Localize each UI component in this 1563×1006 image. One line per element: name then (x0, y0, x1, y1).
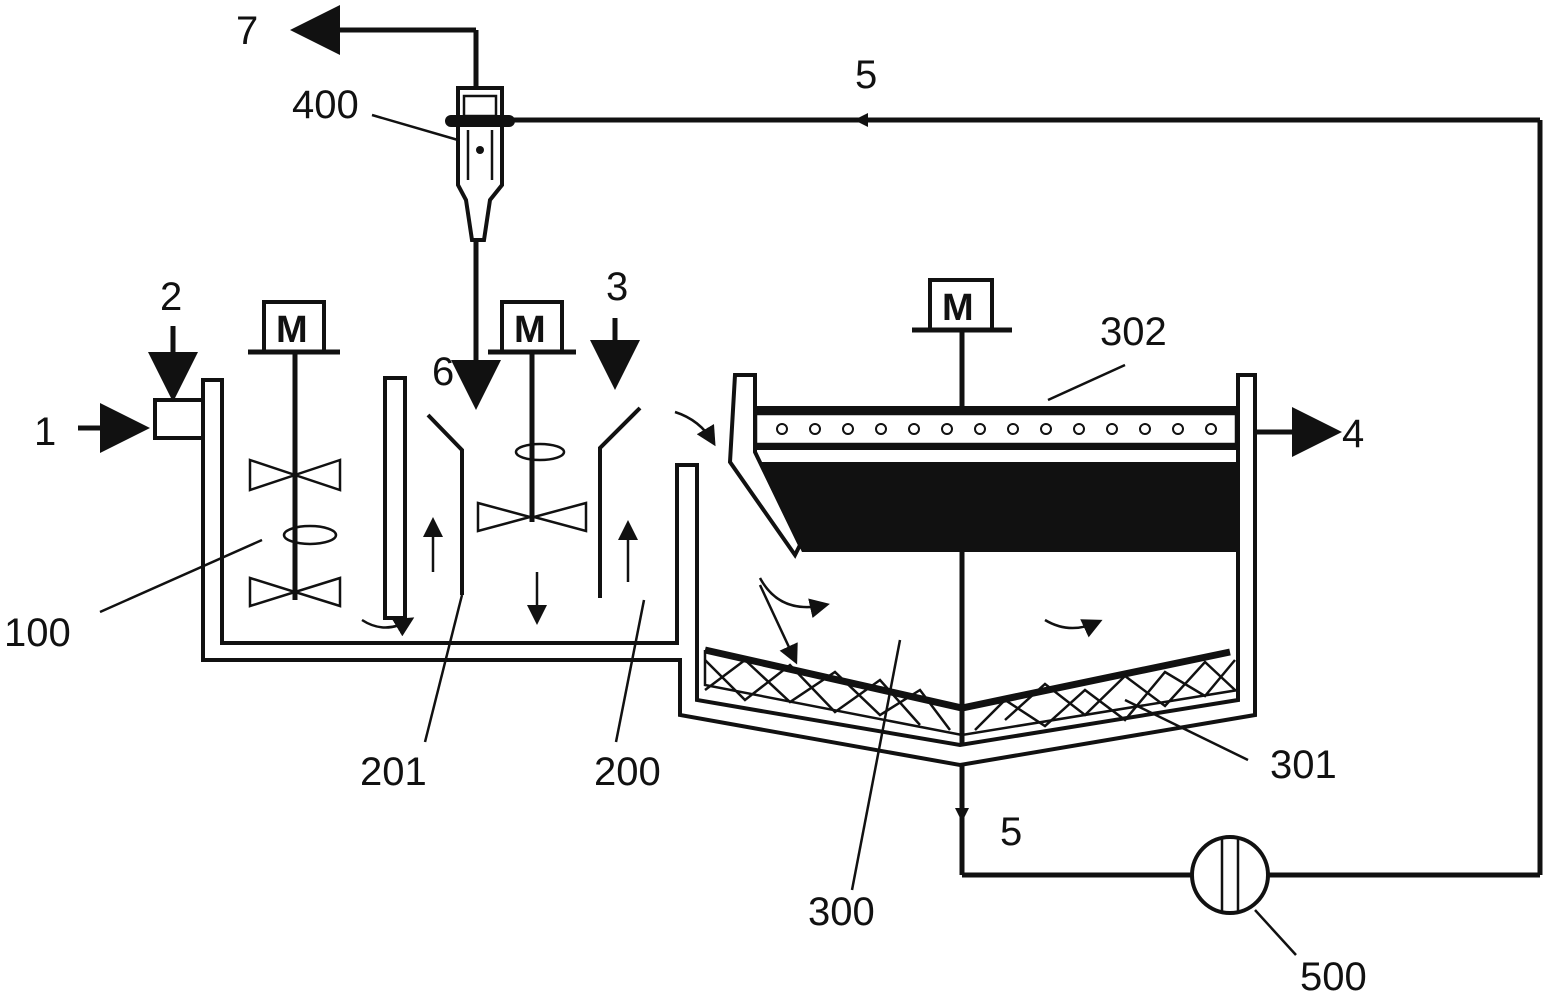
leader-lines (99, 113, 1297, 956)
guide-plate-201 (426, 406, 642, 598)
label-500: 500 (1300, 955, 1367, 999)
agitator-3 (912, 278, 1012, 745)
scraper-hole (1172, 423, 1184, 435)
scraper-hole (842, 423, 854, 435)
sludge-pipe-5 (510, 113, 1543, 878)
sludge-hopper-301 (703, 646, 1240, 737)
agitator-1 (248, 300, 342, 608)
scraper-hole (1073, 423, 1085, 435)
pump-500 (1190, 835, 1270, 915)
label-300: 300 (808, 890, 875, 934)
label-5-top: 5 (855, 53, 877, 97)
scraper-hole (776, 423, 788, 435)
label-201: 201 (360, 750, 427, 794)
label-5-bottom: 5 (1000, 810, 1022, 854)
scraper-hole (974, 423, 986, 435)
flow-arrows (361, 410, 1103, 665)
scraper-hole (1106, 423, 1118, 435)
scraper-hole (1205, 423, 1217, 435)
label-3: 3 (606, 265, 628, 309)
tank-100-wall (153, 373, 1257, 768)
baffle-left (383, 376, 407, 620)
label-200: 200 (594, 750, 661, 794)
scraper-hole (1040, 423, 1052, 435)
label-4: 4 (1342, 412, 1364, 456)
scraper-hole (875, 423, 887, 435)
label-7: 7 (236, 9, 258, 53)
label-301: 301 (1270, 743, 1337, 787)
scraper-hole (908, 423, 920, 435)
feed-arrows (78, 318, 640, 453)
motor-label-2: M (514, 309, 546, 351)
agitator-2 (476, 300, 588, 533)
overflow-7-pipe (290, 5, 479, 88)
label-6: 6 (432, 350, 454, 394)
scraper-hole (809, 423, 821, 435)
motor-label-1: M (276, 309, 308, 351)
scraper-302 (754, 406, 1238, 552)
scraper-hole (1007, 423, 1019, 435)
label-1: 1 (34, 410, 56, 454)
scraper-holes (776, 423, 1217, 435)
label-2: 2 (160, 275, 182, 319)
scraper-hole (941, 423, 953, 435)
motor-label-3: M (942, 287, 974, 329)
scraper-hole (1139, 423, 1151, 435)
hydrocyclone-400 (445, 86, 515, 410)
label-100: 100 (4, 611, 71, 655)
label-400: 400 (292, 83, 359, 127)
label-302: 302 (1100, 310, 1167, 354)
